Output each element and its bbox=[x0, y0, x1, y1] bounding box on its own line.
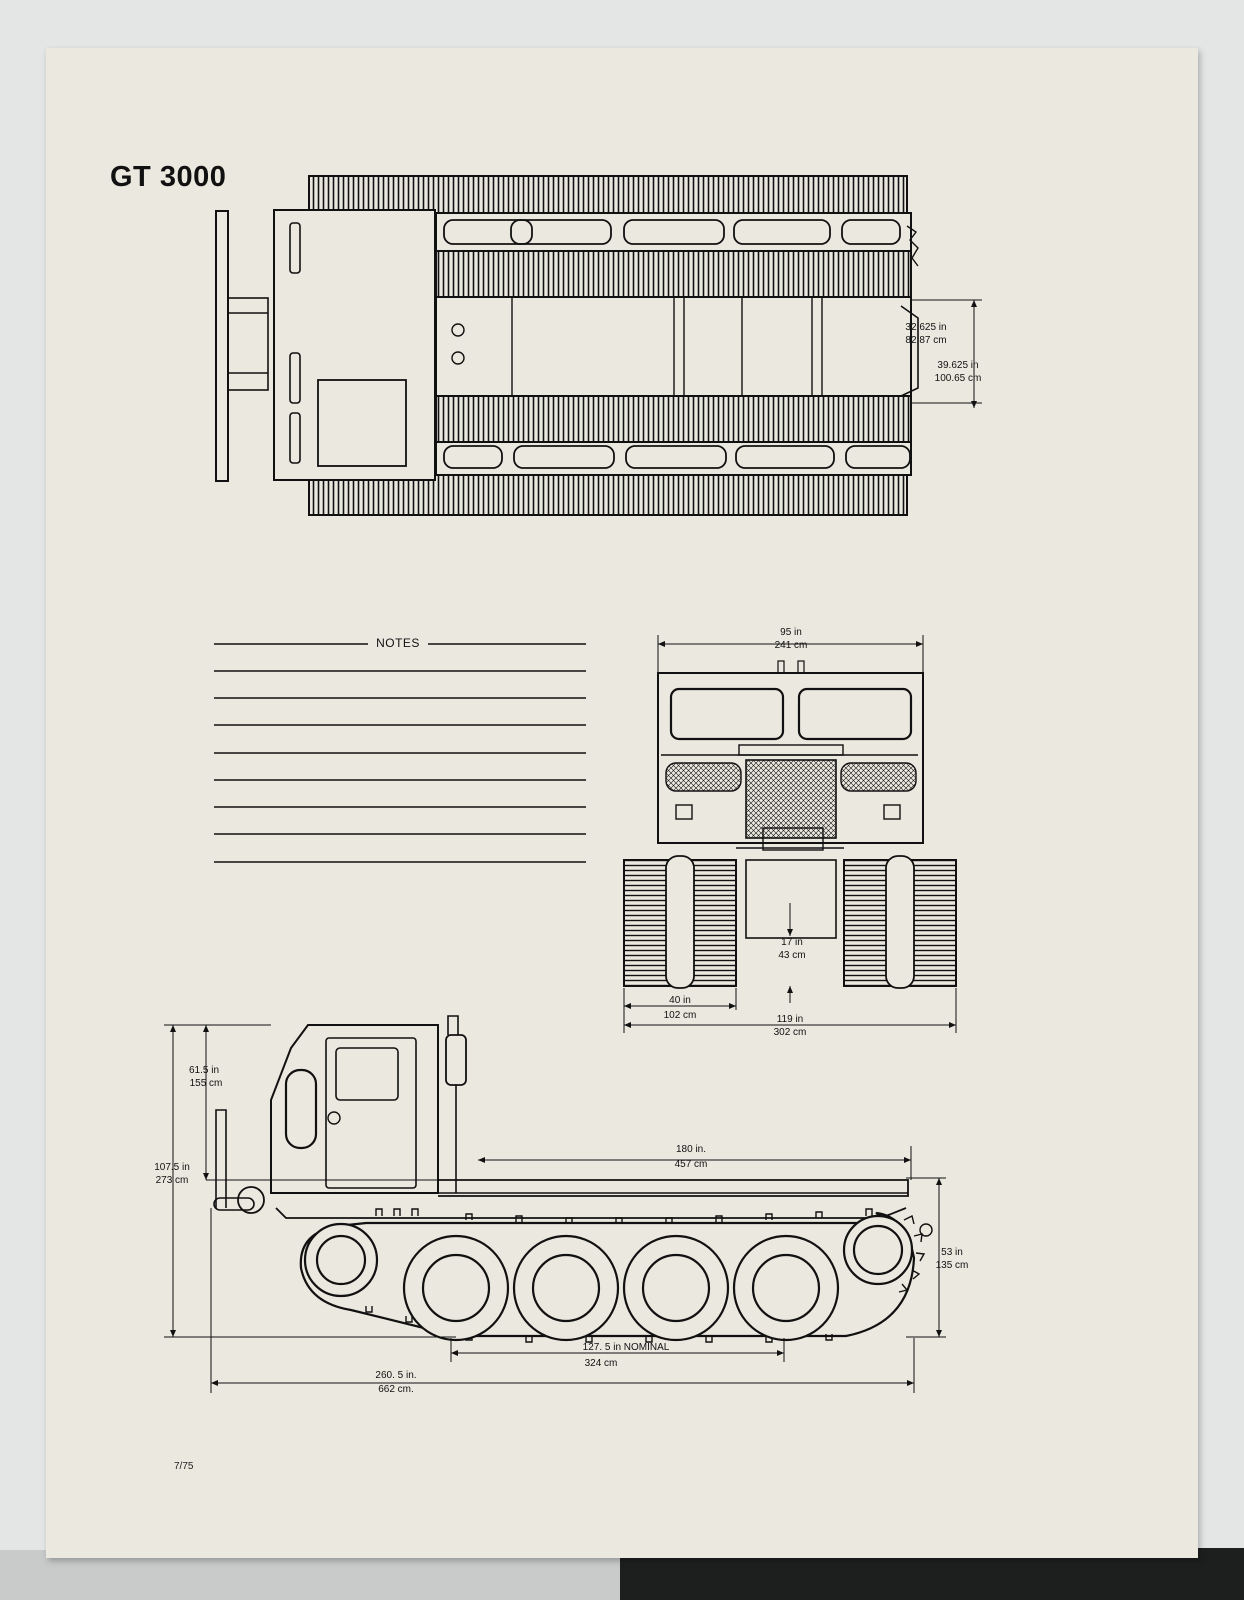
side-cab bbox=[270, 1024, 439, 1194]
side-overall-height-cm: 273 cm bbox=[156, 1175, 189, 1186]
front-width-in: 95 in bbox=[780, 627, 802, 638]
front-clearance-in: 17 in bbox=[781, 937, 803, 948]
front-view bbox=[623, 660, 957, 989]
top-track-upper bbox=[308, 175, 908, 214]
front-track-width-in: 40 in bbox=[669, 995, 691, 1006]
front-track-width-cm: 102 cm bbox=[664, 1010, 697, 1021]
side-deck bbox=[438, 1179, 909, 1197]
notes-area bbox=[214, 643, 586, 863]
side-deck-length-in: 180 in. bbox=[676, 1144, 706, 1155]
side-deck-length-cm: 457 cm bbox=[675, 1159, 708, 1170]
top-cab bbox=[273, 209, 436, 481]
notes-heading: NOTES bbox=[376, 636, 420, 650]
top-view-dimensions bbox=[912, 299, 982, 408]
page-title: GT 3000 bbox=[110, 161, 227, 193]
top-dim-b-cm: 100.65 cm bbox=[935, 373, 982, 384]
spec-sheet: GT 3000 7/75 bbox=[46, 48, 1198, 1558]
front-window-left bbox=[669, 687, 785, 741]
top-dim-a-in: 32.625 in bbox=[905, 322, 946, 333]
side-view-dimensions bbox=[164, 1024, 946, 1393]
side-cab-height-in: 61.5 in bbox=[189, 1065, 219, 1076]
top-bumper bbox=[215, 210, 229, 482]
side-overall-length-in: 260. 5 in. bbox=[375, 1370, 416, 1381]
top-track-lower bbox=[308, 474, 908, 516]
side-hull bbox=[275, 1207, 907, 1219]
side-wheelbase-cm: 324 cm bbox=[585, 1358, 618, 1369]
side-overall-height-in: 107.5 in bbox=[154, 1162, 190, 1173]
top-bogie-slots bbox=[443, 219, 911, 469]
top-dim-b-in: 39.625 in bbox=[937, 360, 978, 371]
front-view-dimensions bbox=[623, 635, 957, 1033]
side-view bbox=[213, 1015, 933, 1343]
side-cab-height-cm: 155 cm bbox=[190, 1078, 223, 1089]
front-window-right bbox=[797, 687, 913, 741]
side-wheelbase-in: 127. 5 in NOMINAL bbox=[583, 1342, 670, 1353]
front-span-in: 119 in bbox=[777, 1014, 804, 1025]
side-deck-height-in: 53 in bbox=[941, 1247, 963, 1258]
front-width-cm: 241 cm bbox=[775, 640, 808, 651]
front-span-cm: 302 cm bbox=[774, 1027, 807, 1038]
front-grille bbox=[745, 759, 837, 839]
side-road-wheels bbox=[303, 1214, 914, 1342]
footer-code: 7/75 bbox=[174, 1461, 194, 1472]
front-clearance-cm: 43 cm bbox=[778, 950, 805, 961]
side-deck-height-cm: 135 cm bbox=[936, 1260, 969, 1271]
top-dim-a-cm: 82.87 cm bbox=[905, 335, 946, 346]
technical-drawing: 32.625 in 82.87 cm 39.625 in 100.65 cm N… bbox=[154, 175, 982, 1395]
top-view bbox=[215, 175, 919, 516]
side-overall-length-cm: 662 cm. bbox=[378, 1384, 414, 1395]
side-cab-door bbox=[325, 1037, 417, 1189]
